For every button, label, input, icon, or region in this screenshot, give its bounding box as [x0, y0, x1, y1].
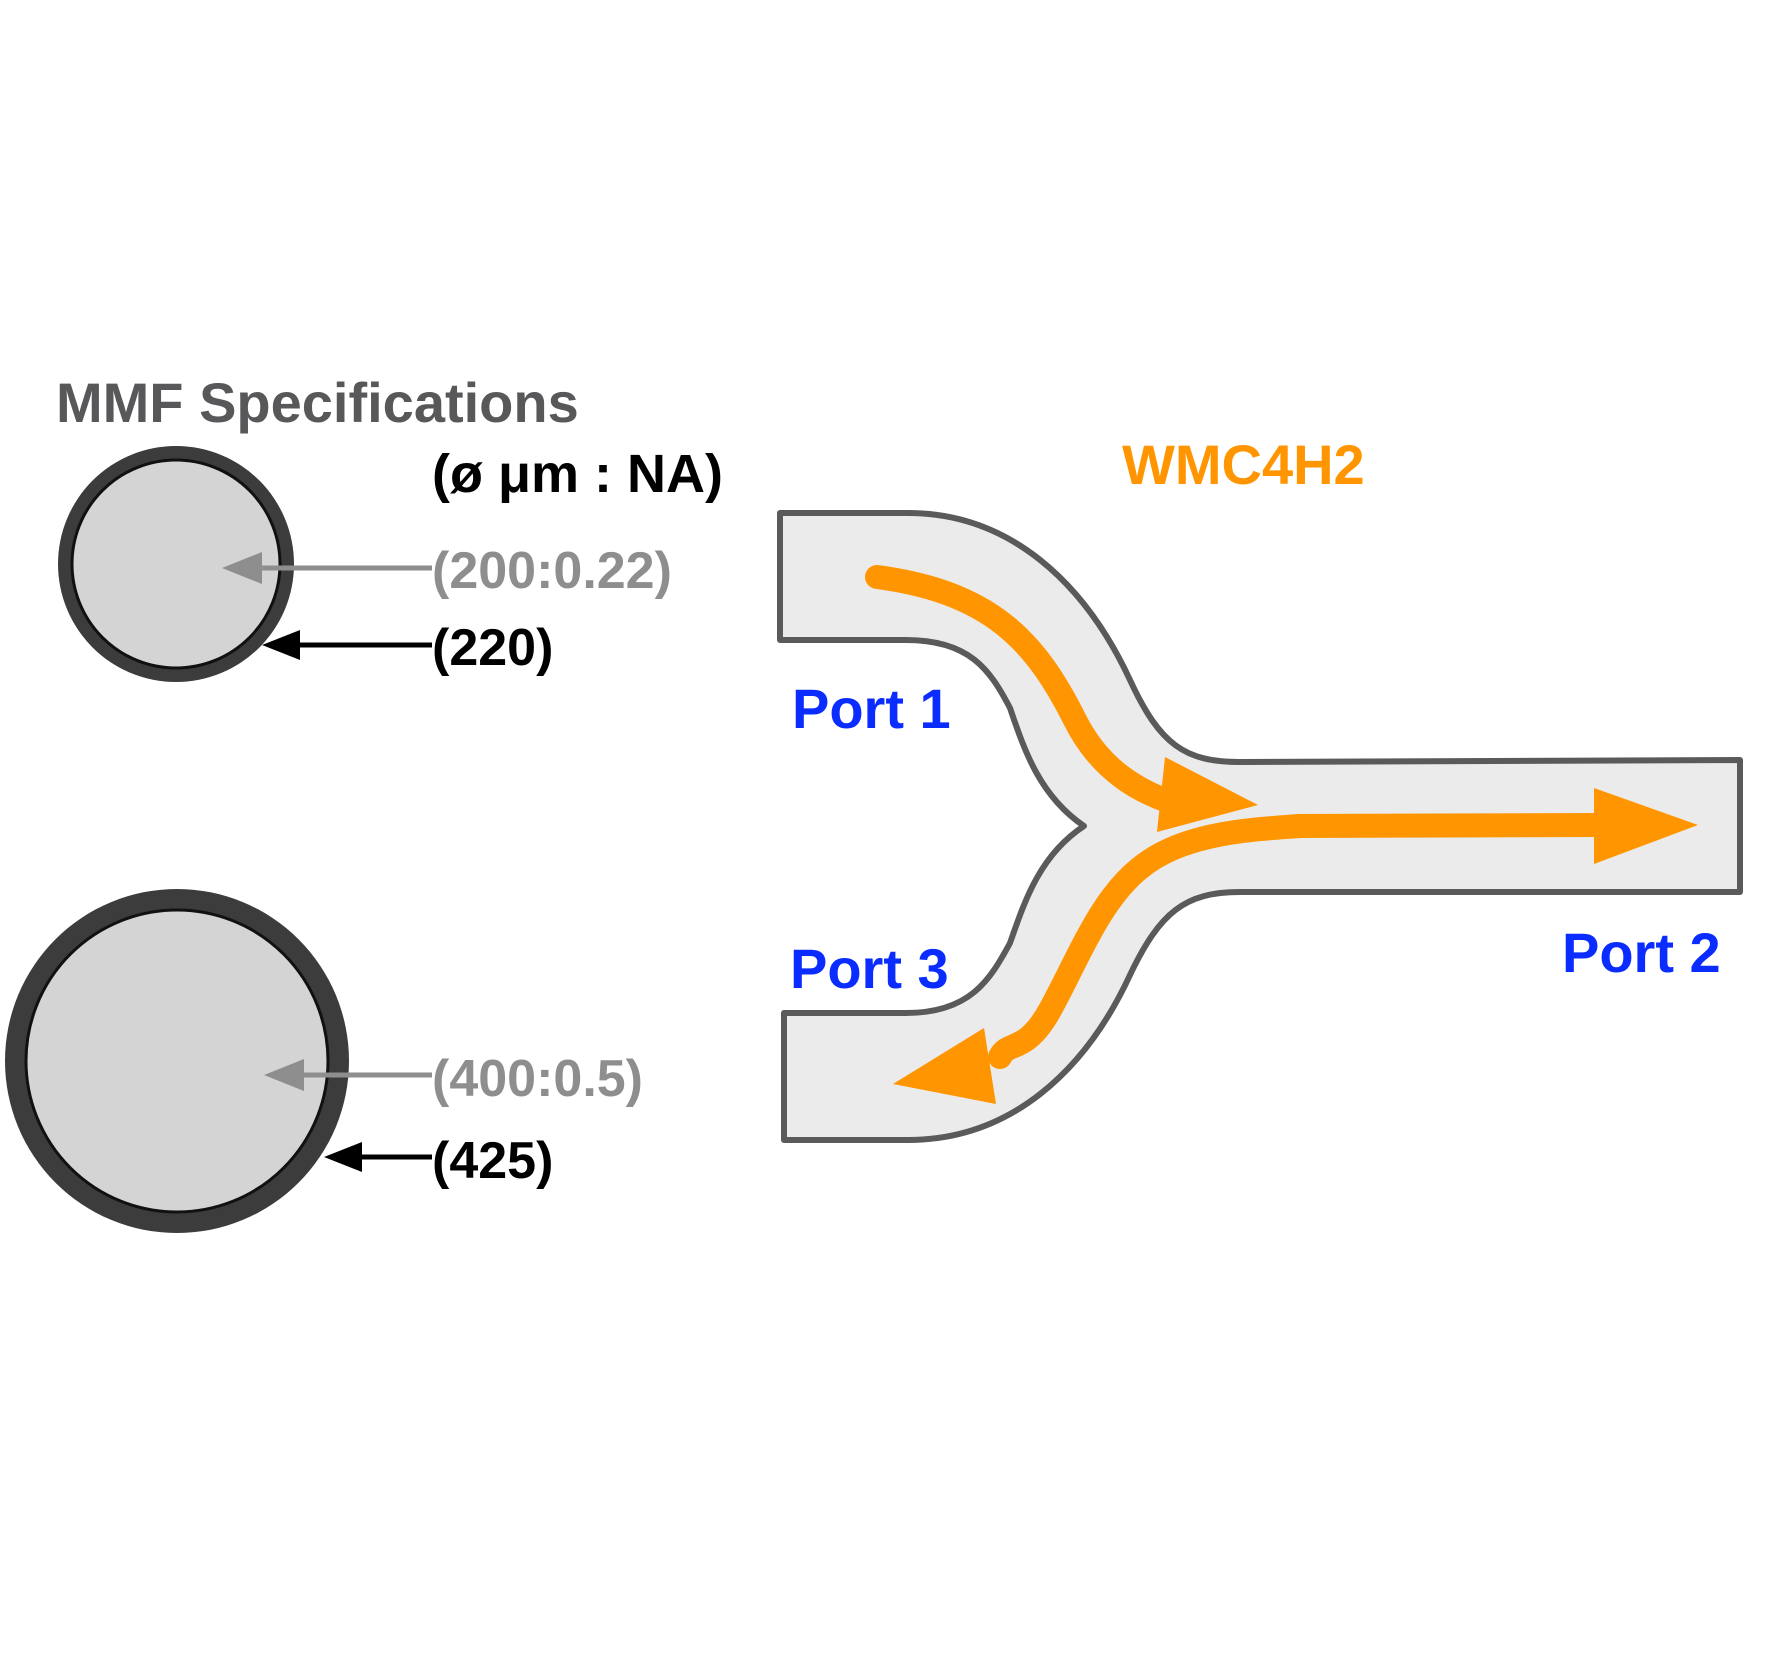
fiber-1-clad-arrowhead: [262, 630, 300, 660]
fiber-1-core-arrowhead: [222, 552, 262, 584]
fiber-2-cross-section: [5, 889, 349, 1233]
fiber-1-cross-section: [58, 446, 294, 682]
port-1-label: Port 1: [792, 677, 951, 740]
flow-path-port1-to-junction: [865, 565, 1202, 820]
fiber-2-core-arrowhead: [264, 1059, 304, 1091]
flow-arrowhead-port3: [893, 1028, 996, 1104]
flow-arrows: [865, 565, 1698, 1104]
port-3-label: Port 3: [790, 937, 949, 1000]
fiber-1-clad-label: (220): [432, 619, 553, 677]
flow-arrowhead-junction: [1157, 757, 1258, 832]
port-2-label: Port 2: [1562, 921, 1721, 984]
flow-path-main-to-port2: [1295, 813, 1601, 838]
coupler-name: WMC4H2: [1122, 433, 1365, 496]
legend-subtitle: (ø μm : NA): [432, 444, 723, 504]
fiber-2-clad-label: (425): [432, 1132, 553, 1190]
fiber-2-core: [24, 908, 330, 1214]
fiber-2-clad-arrowhead: [324, 1142, 362, 1172]
fiber-1-core-label: (200:0.22): [432, 542, 672, 600]
flow-arrowhead-port2: [1594, 788, 1698, 864]
fiber-2-core-label: (400:0.5): [432, 1050, 643, 1108]
legend-title: MMF Specifications: [56, 371, 579, 434]
flow-path-junction-to-port3: [988, 814, 1312, 1069]
fiber-1-core: [70, 458, 282, 670]
